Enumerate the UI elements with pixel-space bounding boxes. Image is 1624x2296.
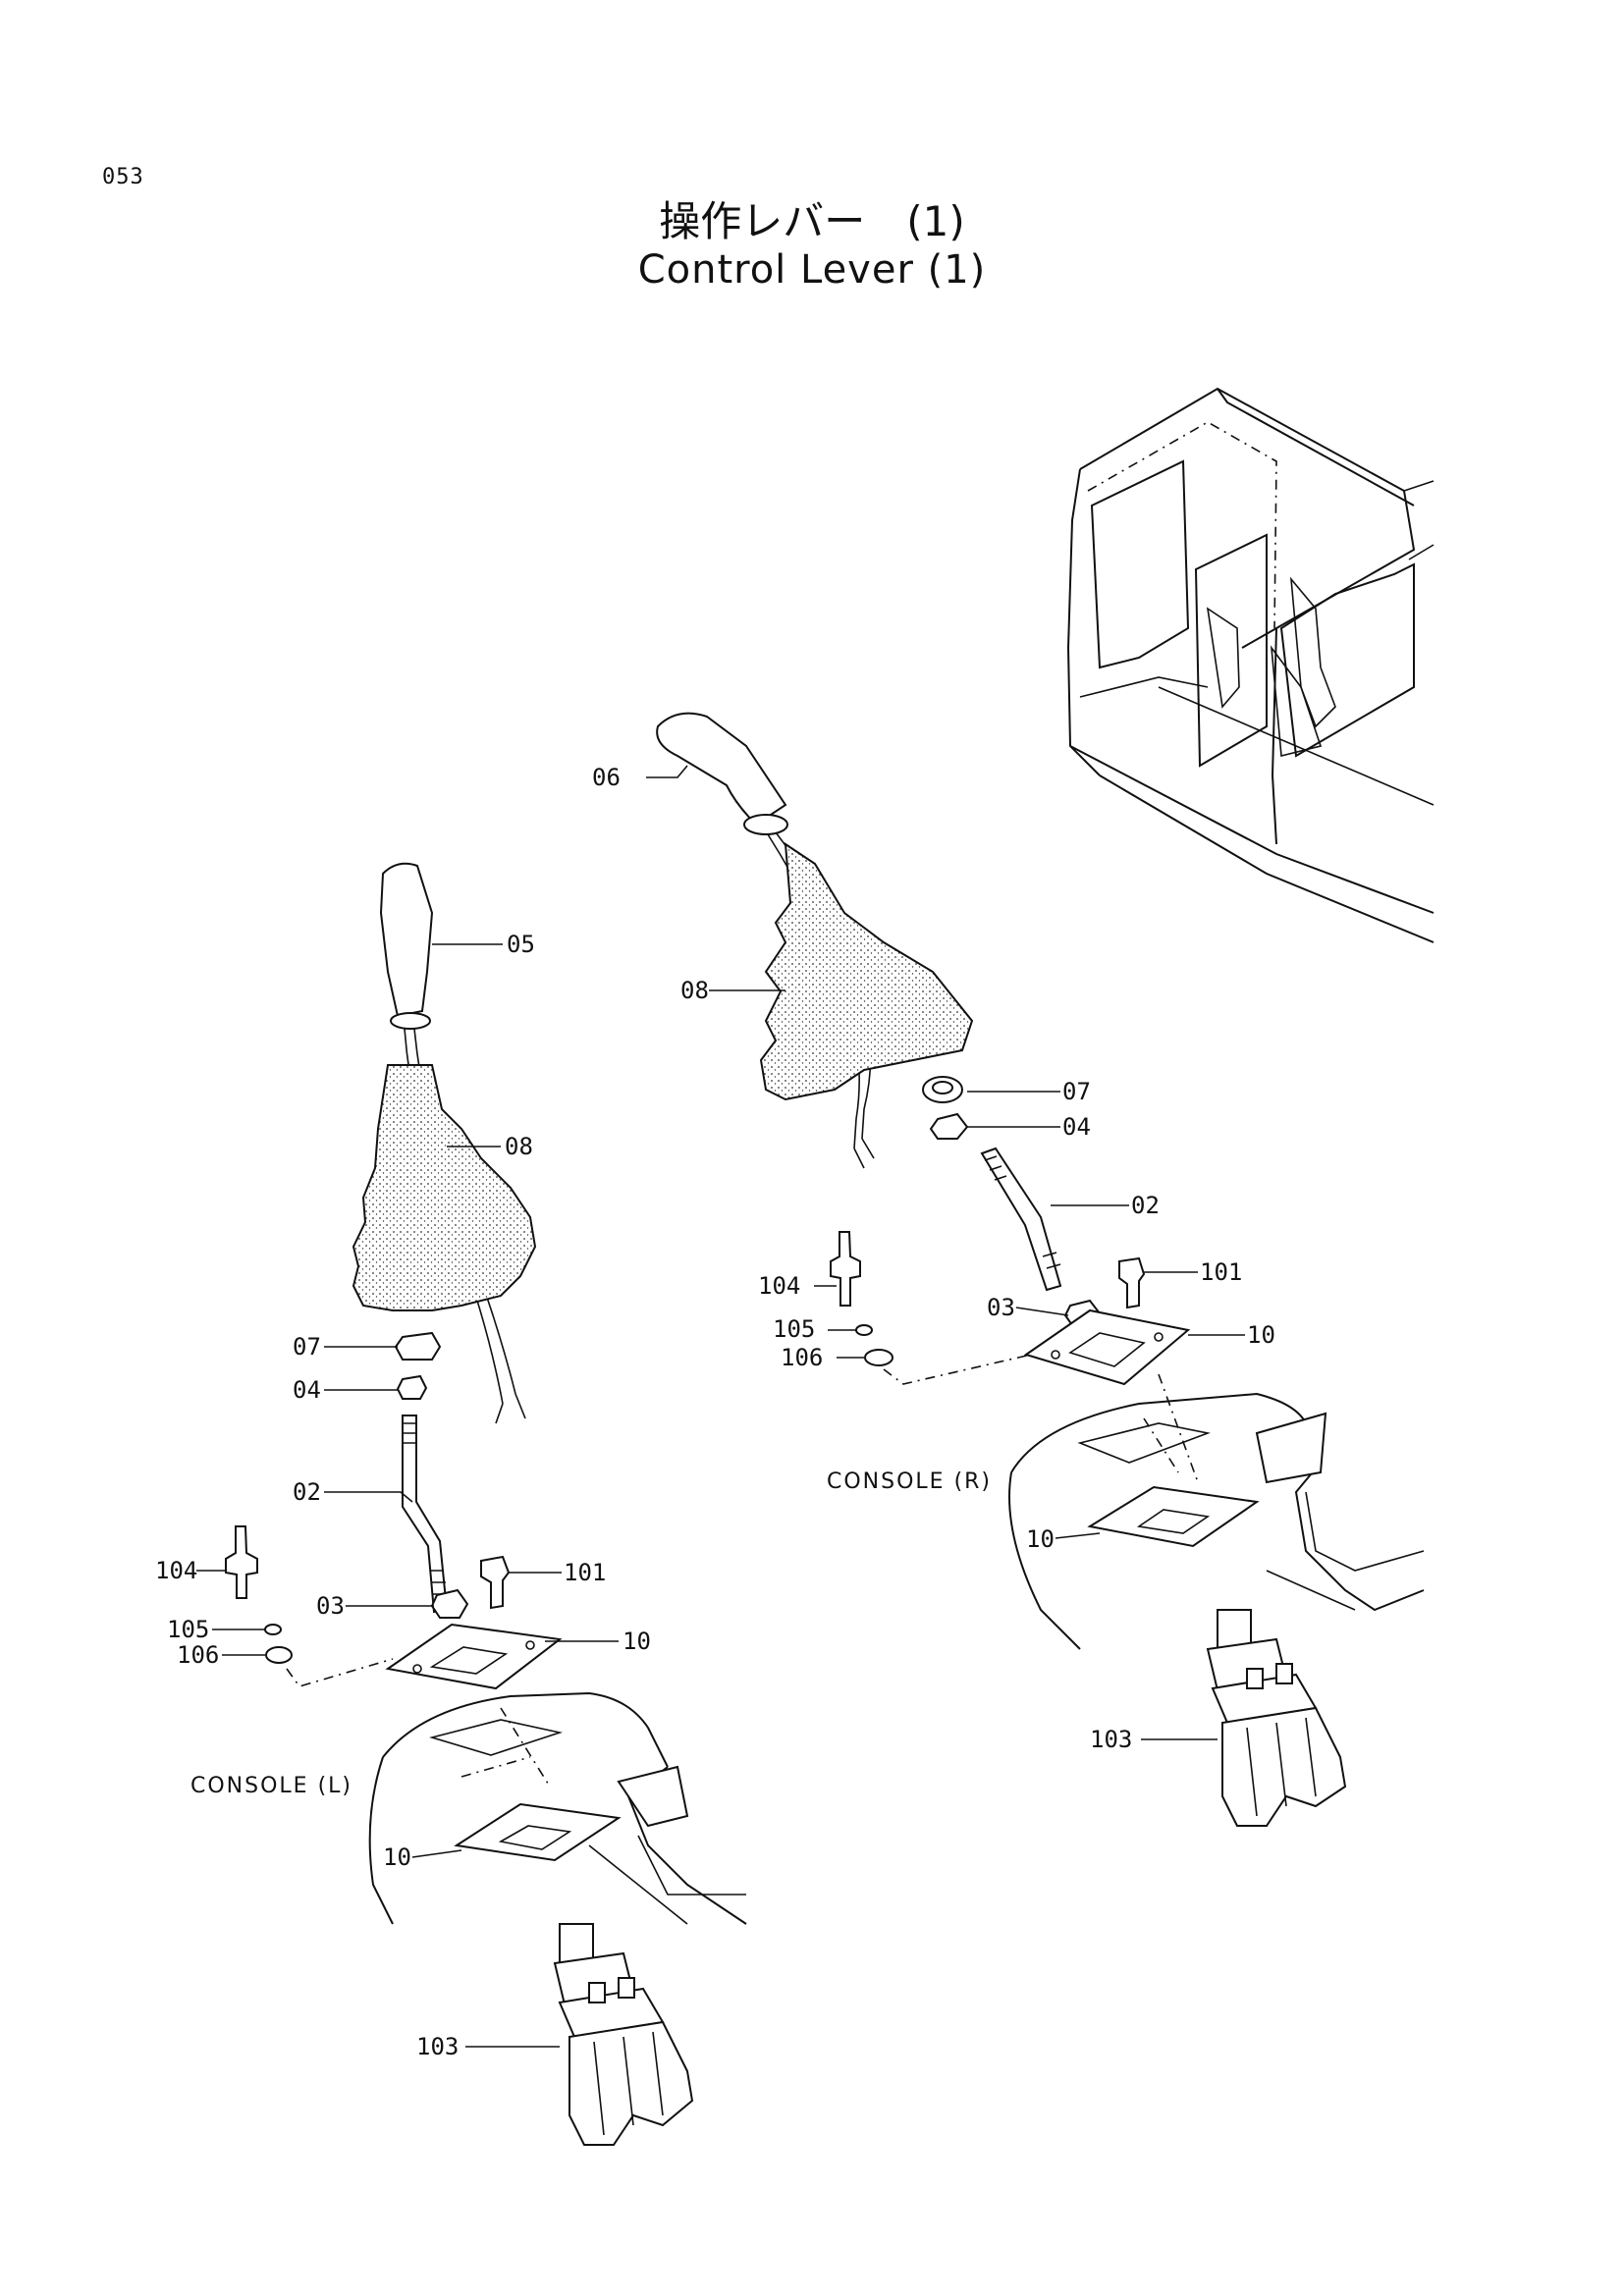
right-washer-105 — [855, 1324, 873, 1336]
label-right-04: 04 — [1062, 1113, 1091, 1141]
label-right-07: 07 — [1062, 1078, 1091, 1105]
label-right-106: 106 — [781, 1344, 823, 1371]
left-nut-04 — [396, 1374, 428, 1400]
right-plate-10-lower — [1087, 1485, 1260, 1548]
label-right-10-lower: 10 — [1026, 1525, 1055, 1553]
console-left — [382, 1691, 669, 1768]
caption-console-left: CONSOLE (L) — [190, 1774, 352, 1798]
label-left-101: 101 — [564, 1559, 606, 1586]
label-right-08: 08 — [680, 977, 709, 1004]
right-lever-02 — [980, 1147, 1062, 1292]
label-right-101: 101 — [1200, 1258, 1242, 1286]
caption-console-right: CONSOLE (R) — [827, 1469, 992, 1494]
right-plate-10-upper — [1023, 1308, 1191, 1386]
label-left-04: 04 — [293, 1376, 321, 1404]
right-stud-104 — [830, 1231, 861, 1307]
left-boot-08 — [352, 1064, 537, 1311]
label-right-105: 105 — [773, 1315, 815, 1343]
label-right-06: 06 — [592, 764, 621, 791]
cab-illustration — [1066, 387, 1435, 943]
left-bolt-101 — [480, 1555, 511, 1610]
right-boot-08 — [759, 842, 974, 1101]
label-left-08: 08 — [505, 1133, 533, 1160]
label-right-10-upper: 10 — [1247, 1321, 1275, 1349]
left-washer-105 — [264, 1624, 282, 1635]
label-right-03: 03 — [987, 1294, 1015, 1321]
title-japanese: 操作レバー (1) — [659, 197, 965, 245]
right-bolt-101 — [1118, 1256, 1146, 1309]
label-left-104: 104 — [155, 1557, 197, 1584]
page-number: 053 — [102, 165, 144, 189]
left-plate-10-upper — [385, 1623, 563, 1690]
left-grip-05 — [379, 862, 434, 1018]
label-left-07: 07 — [293, 1333, 321, 1361]
label-left-03: 03 — [316, 1592, 345, 1620]
label-right-103: 103 — [1090, 1726, 1132, 1753]
left-stud-104 — [225, 1525, 258, 1599]
label-left-10-lower: 10 — [383, 1843, 411, 1871]
left-clamp-07 — [394, 1331, 442, 1361]
left-nut-03 — [430, 1588, 469, 1619]
left-lever-assembly — [196, 862, 747, 2146]
label-right-104: 104 — [758, 1272, 800, 1300]
label-right-02: 02 — [1131, 1192, 1160, 1219]
left-valve-103 — [553, 1923, 694, 2146]
right-valve-103 — [1206, 1609, 1347, 1827]
label-left-02: 02 — [293, 1478, 321, 1506]
label-left-10-upper: 10 — [623, 1628, 651, 1655]
label-left-05: 05 — [507, 931, 535, 958]
console-right — [1010, 1392, 1322, 1473]
right-washer-106 — [864, 1349, 893, 1366]
label-left-103: 103 — [416, 2033, 459, 2060]
left-washer-106 — [265, 1646, 293, 1664]
title-english: Control Lever (1) — [637, 247, 987, 293]
left-plate-10-lower — [454, 1802, 622, 1862]
right-nut-04 — [929, 1112, 969, 1140]
right-grip-06 — [656, 712, 787, 827]
right-lever-assembly — [646, 712, 1425, 1827]
label-left-105: 105 — [167, 1616, 209, 1643]
label-left-106: 106 — [177, 1641, 219, 1669]
